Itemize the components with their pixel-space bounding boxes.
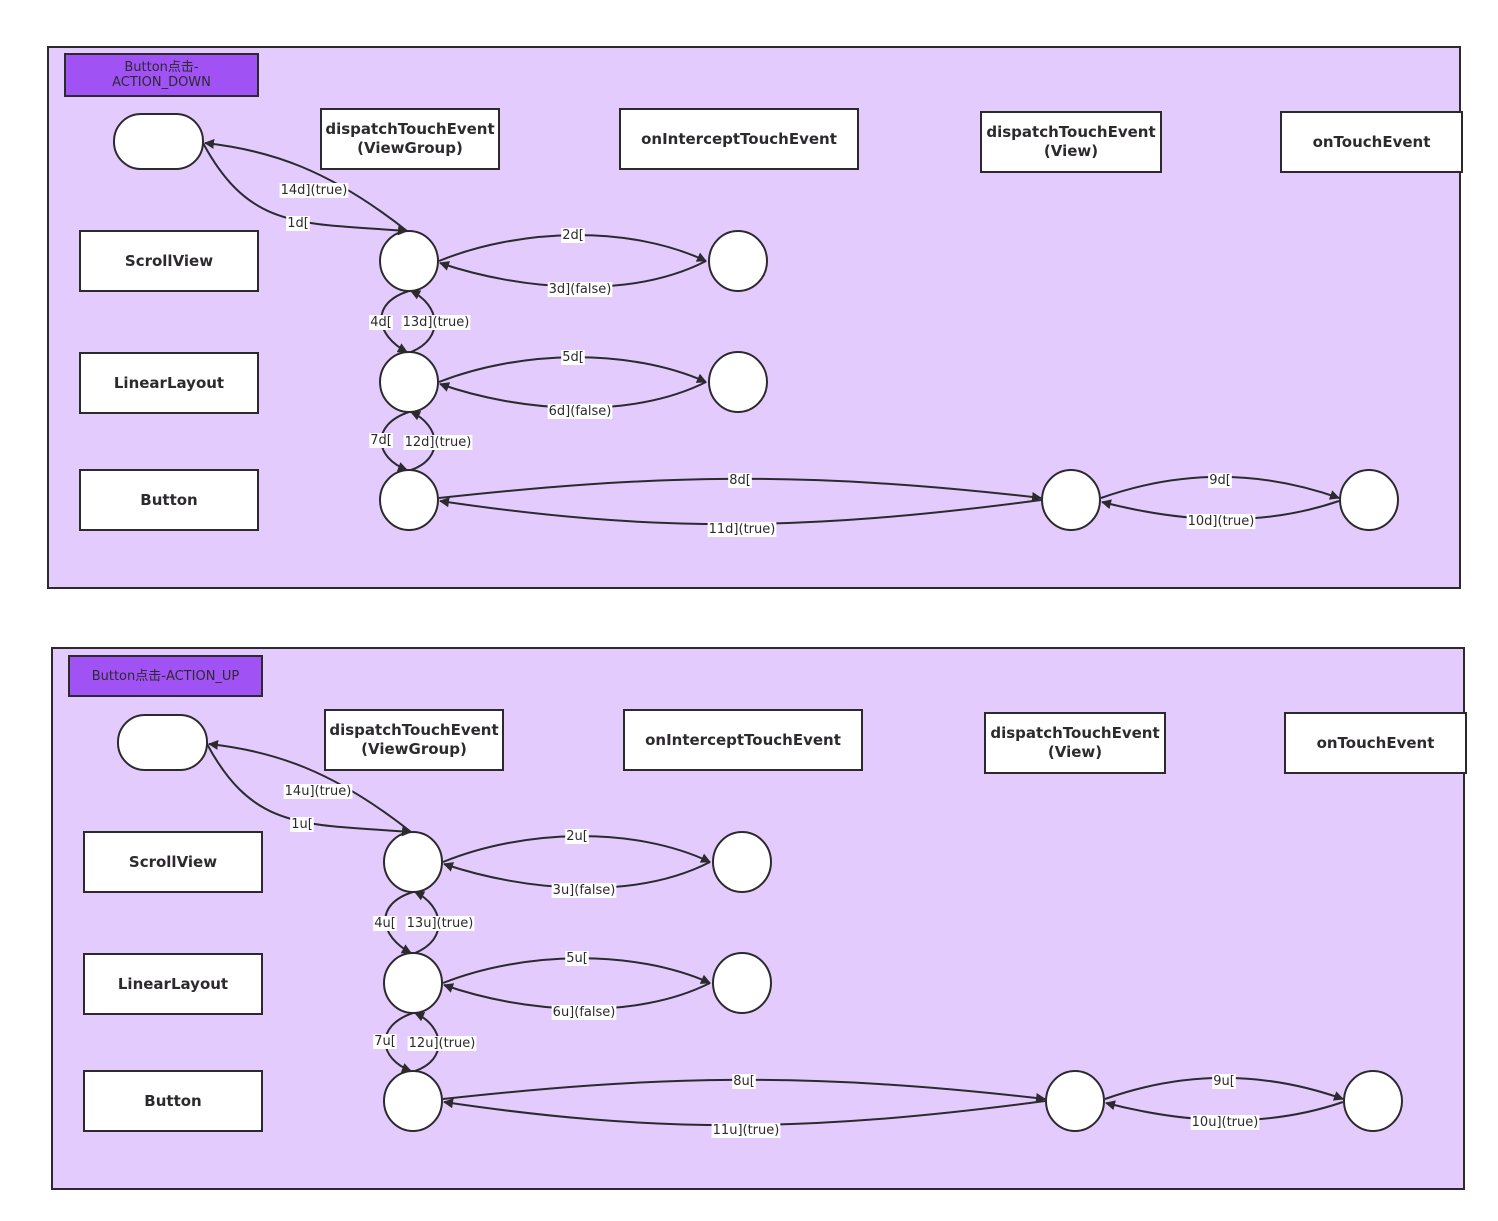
edge-label-background [286,216,310,231]
edge-label-4: 4d[ [370,315,392,330]
edge-label-11: 11u](true) [713,1123,780,1138]
node-button-ontouch [1343,1070,1403,1132]
edge-label-background [283,784,353,799]
edge-label-background [565,951,589,966]
header-ontouch: onTouchEvent [1284,712,1467,774]
edge-14 [204,138,408,232]
edge-label-background [1190,1115,1260,1130]
edge-label-background [401,315,471,330]
edge-label-12: 12d](true) [405,435,472,450]
header-dispatch-view: dispatchTouchEvent (View) [980,111,1162,173]
edge-1 [202,142,408,236]
header-intercept: onInterceptTouchEvent [619,108,859,170]
edge-label-background [551,883,617,898]
flow-graph-down: 14d](true) 1d[ 2d[ 3d](false) 4d[ 13d](t… [113,113,1399,537]
edge-11 [443,1098,1046,1127]
edge-label-background [369,433,393,448]
node-scrollview-intercept [712,831,772,893]
node-button-view-dispatch [1041,469,1101,531]
header-intercept: onInterceptTouchEvent [623,709,863,771]
header-dispatch-view: dispatchTouchEvent (View) [984,712,1166,774]
edge-1 [206,743,412,837]
edge-11 [439,497,1042,526]
edge-label-background [1212,1074,1236,1089]
edge-label-8: 8d[ [729,473,751,488]
header-dispatch-viewgroup: dispatchTouchEvent (ViewGroup) [324,709,504,771]
start-node [117,714,208,771]
edge-label-2: 2u[ [566,829,588,844]
node-linearlayout-intercept [712,952,772,1014]
edge-label-1: 1u[ [291,817,313,832]
row-label-linearlayout: LinearLayout [83,953,263,1015]
node-scrollview-dispatch [383,831,443,893]
node-linearlayout-dispatch [383,952,443,1014]
edge-label-14: 14d](true) [281,183,348,198]
row-label-scrollview: ScrollView [83,831,263,893]
edge-label-background [407,1036,477,1051]
node-button-dispatch [383,1070,443,1132]
edge-labels: 14d](true) 1d[ 2d[ 3d](false) 4d[ 13d](t… [279,183,1256,537]
diagram-title: Button点击- ACTION_DOWN [64,53,259,97]
diagram-title: Button点击-ACTION_UP [68,655,263,697]
edge-label-7: 7u[ [374,1034,396,1049]
edge-label-background [373,1034,397,1049]
edge-label-background [1208,473,1232,488]
edge-label-3: 3u](false) [553,883,616,898]
edge-label-13: 13d](true) [403,315,470,330]
edge-label-14: 14u](true) [285,784,352,799]
edge-label-background [290,817,314,832]
node-button-view-dispatch [1045,1070,1105,1132]
node-scrollview-intercept [708,230,768,292]
edge-label-2: 2d[ [562,228,584,243]
start-node [113,113,204,170]
row-label-button: Button [83,1070,263,1132]
edge-label-10: 10u](true) [1192,1115,1259,1130]
edge-label-12: 12u](true) [409,1036,476,1051]
edge-14 [208,739,412,833]
edge-label-11: 11d](true) [709,522,776,537]
edge-label-5: 5u[ [566,951,588,966]
edge-label-1: 1d[ [287,216,309,231]
edge-label-background [707,522,777,537]
edge-labels: 14u](true) 1u[ 2u[ 3u](false) 4u[ 13u](t… [283,784,1260,1138]
node-button-ontouch [1339,469,1399,531]
edge-label-background [565,829,589,844]
edge-label-background [373,916,397,931]
edge-label-background [369,315,393,330]
header-dispatch-viewgroup: dispatchTouchEvent (ViewGroup) [320,108,500,170]
edge-label-7: 7d[ [370,433,392,448]
flow-graph-up: 14u](true) 1u[ 2u[ 3u](false) 4u[ 13u](t… [117,714,1403,1138]
edge-label-4: 4u[ [374,916,396,931]
node-linearlayout-dispatch [379,351,439,413]
edge-label-13: 13u](true) [407,916,474,931]
node-scrollview-dispatch [379,230,439,292]
edge-label-background [547,282,613,297]
edge-label-background [711,1123,781,1138]
edge-label-background [728,473,752,488]
edge-label-6: 6d](false) [549,404,612,419]
edge-label-background [1186,514,1256,529]
row-label-linearlayout: LinearLayout [79,352,259,414]
edge-label-background [561,350,585,365]
edge-label-background [561,228,585,243]
edge-label-3: 3d](false) [549,282,612,297]
edge-label-background [547,404,613,419]
edge-label-9: 9u[ [1213,1074,1235,1089]
node-button-dispatch [379,469,439,531]
edge-label-background [551,1005,617,1020]
edge-label-background [732,1074,756,1089]
edge-label-background [279,183,349,198]
header-ontouch: onTouchEvent [1280,111,1463,173]
edge-label-8: 8u[ [733,1074,755,1089]
edge-label-background [405,916,475,931]
edge-label-6: 6u](false) [553,1005,616,1020]
row-label-button: Button [79,469,259,531]
edge-label-background [403,435,473,450]
edge-label-10: 10d](true) [1188,514,1255,529]
edge-label-5: 5d[ [562,350,584,365]
node-linearlayout-intercept [708,351,768,413]
row-label-scrollview: ScrollView [79,230,259,292]
edge-label-9: 9d[ [1209,473,1231,488]
